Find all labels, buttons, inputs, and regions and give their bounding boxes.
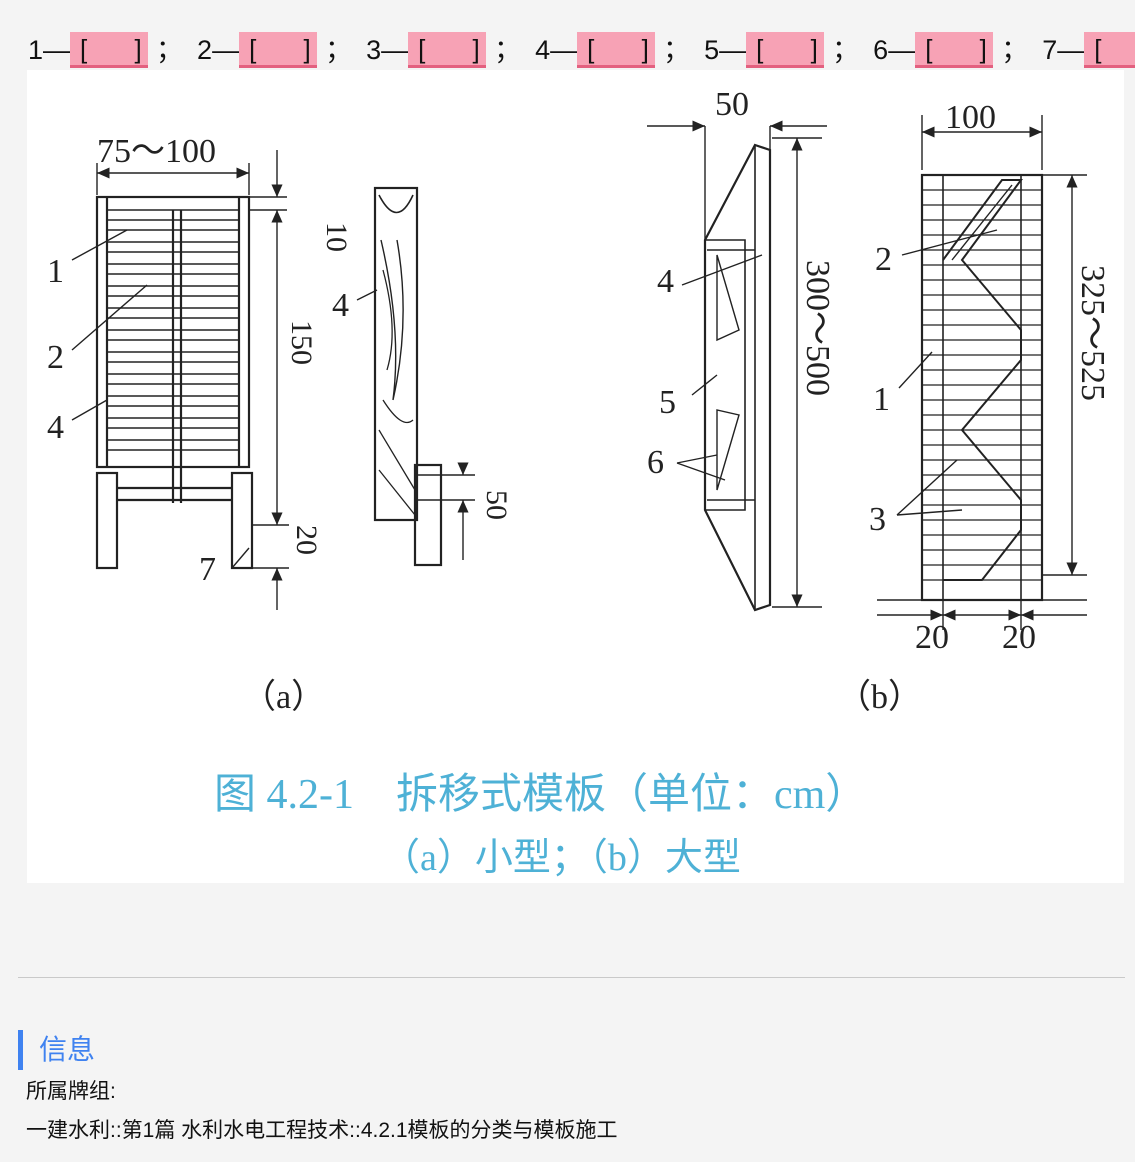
- dim-b-width: 100: [945, 99, 996, 136]
- figure-caption: 图 4.2-1 拆移式模板（单位：cm）: [214, 771, 867, 818]
- label-b-4: 4: [657, 263, 674, 300]
- cloze-item-1: 1—[ ]；: [28, 30, 197, 70]
- cloze-blank[interactable]: [ ]: [746, 32, 825, 68]
- dim-b-bottom-right: 20: [1002, 619, 1036, 656]
- cloze-item-number: 5: [704, 35, 720, 65]
- label-b-5: 5: [659, 384, 676, 421]
- cloze-item-dash: —: [550, 35, 578, 65]
- cloze-item-number: 2: [197, 35, 213, 65]
- label-b-1: 1: [873, 381, 890, 418]
- cloze-separator: ；: [325, 35, 353, 65]
- label-b-3: 3: [869, 501, 886, 538]
- dim-a-bottom: 20: [290, 525, 323, 555]
- cloze-item-number: 7: [1042, 35, 1058, 65]
- label-a-2: 2: [47, 339, 64, 376]
- cloze-question-line: 1—[ ]；2—[ ]；3—[ ]；4—[ ]；5—[ ]；6—[ ]；7—[ …: [28, 30, 1135, 70]
- cloze-item-dash: —: [888, 35, 916, 65]
- cloze-item-dash: —: [719, 35, 747, 65]
- label-a-1: 1: [47, 253, 64, 290]
- dim-a-width: 75～100: [97, 133, 216, 170]
- cloze-blank[interactable]: [ ]: [70, 32, 149, 68]
- cloze-blank[interactable]: [ ]: [239, 32, 318, 68]
- cloze-item-number: 1: [28, 35, 44, 65]
- info-section-heading: 信息: [18, 1030, 95, 1070]
- cloze-blank[interactable]: [ ]: [577, 32, 656, 68]
- dim-a-middle: 150: [285, 320, 318, 365]
- cloze-item-4: 4—[ ]；: [535, 30, 704, 70]
- cloze-item-dash: —: [1057, 35, 1085, 65]
- cloze-item-number: 4: [535, 35, 551, 65]
- cloze-item-dash: —: [381, 35, 409, 65]
- subfigure-a-label: （a）: [242, 678, 325, 716]
- subfigure-b-label: （b）: [837, 678, 922, 716]
- dim-b-bottom-left: 20: [915, 619, 949, 656]
- dim-b-height: 300～500: [799, 260, 836, 396]
- cloze-item-3: 3—[ ]；: [366, 30, 535, 70]
- cloze-separator: ；: [832, 35, 860, 65]
- cloze-item-2: 2—[ ]；: [197, 30, 366, 70]
- figure-caption-sub: （a）小型；（b）大型: [382, 837, 741, 879]
- formwork-diagram: 75～100 10 150 20 50 1 2 4 7 4 50 300～500…: [47, 86, 1111, 879]
- dim-b-top: 50: [715, 86, 749, 123]
- cloze-item-number: 3: [366, 35, 382, 65]
- label-b-6: 6: [647, 444, 664, 481]
- section-divider: [18, 977, 1125, 978]
- label-a-side-4: 4: [332, 287, 349, 324]
- cloze-separator: ；: [494, 35, 522, 65]
- cloze-item-5: 5—[ ]；: [704, 30, 873, 70]
- cloze-blank[interactable]: [ ]: [915, 32, 994, 68]
- cloze-separator: ；: [1001, 35, 1029, 65]
- cloze-item-dash: —: [212, 35, 240, 65]
- label-a-4: 4: [47, 409, 64, 446]
- cloze-item-6: 6—[ ]；: [873, 30, 1042, 70]
- cloze-item-dash: —: [43, 35, 71, 65]
- cloze-separator: ；: [663, 35, 691, 65]
- deck-path: 一建水利::第1篇 水利水电工程技术::4.2.1模板的分类与模板施工: [26, 1119, 618, 1142]
- cloze-blank[interactable]: [ ]: [1084, 32, 1135, 68]
- cloze-item-number: 6: [873, 35, 889, 65]
- label-b-2: 2: [875, 241, 892, 278]
- deck-label: 所属牌组:: [26, 1080, 116, 1103]
- dim-a-top: 10: [320, 222, 353, 252]
- cloze-separator: ；: [156, 35, 184, 65]
- label-a-7: 7: [199, 551, 216, 588]
- dim-a-side-foot: 50: [480, 490, 513, 520]
- cloze-blank[interactable]: [ ]: [408, 32, 487, 68]
- figure-image: 75～100 10 150 20 50 1 2 4 7 4 50 300～500…: [27, 70, 1124, 883]
- dim-b-right-height: 325～525: [1074, 265, 1111, 401]
- cloze-item-7: 7—[ ]: [1042, 30, 1135, 70]
